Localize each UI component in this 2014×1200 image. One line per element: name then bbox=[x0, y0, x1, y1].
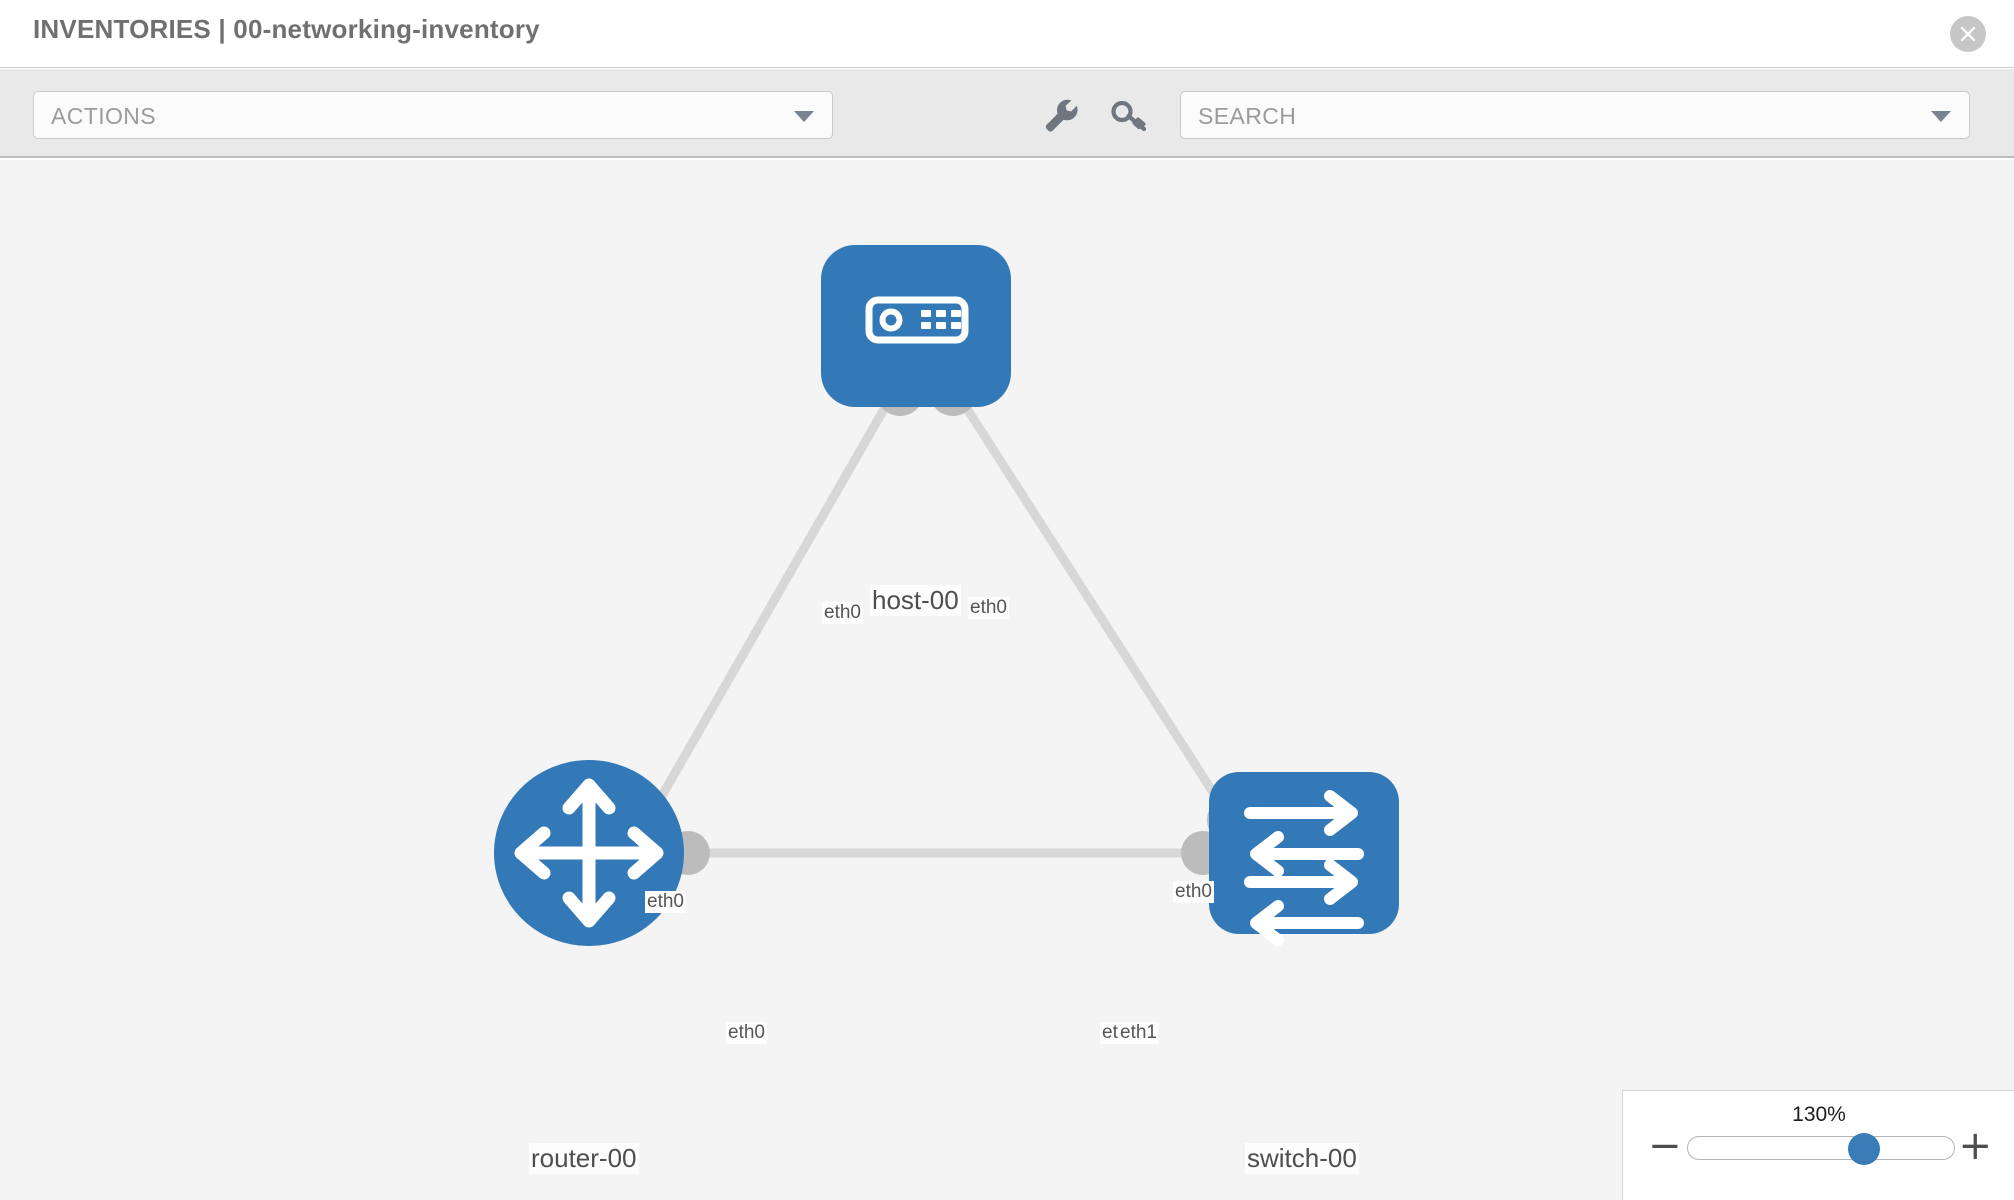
search-input[interactable]: SEARCH bbox=[1180, 91, 1970, 139]
zoom-control-panel: 130% − + bbox=[1622, 1090, 2014, 1200]
node-router-00 bbox=[494, 760, 684, 946]
close-icon[interactable] bbox=[1950, 16, 1986, 52]
topology-connectors bbox=[666, 368, 1255, 875]
zoom-level-value: 130% bbox=[1792, 1103, 1846, 1126]
search-placeholder: SEARCH bbox=[1198, 103, 1297, 129]
actions-dropdown[interactable]: ACTIONS bbox=[33, 91, 833, 139]
page-title: INVENTORIES | 00-networking-inventory bbox=[33, 14, 540, 44]
page-header: INVENTORIES | 00-networking-inventory bbox=[0, 0, 2014, 68]
minus-icon[interactable]: − bbox=[1648, 1123, 1682, 1169]
node-label-router-00: router-00 bbox=[529, 1143, 639, 1174]
node-label-host-00: host-00 bbox=[870, 585, 961, 616]
chevron-down-icon bbox=[794, 111, 814, 122]
search-chevron-down-icon[interactable] bbox=[1931, 111, 1951, 122]
topology-canvas[interactable]: eth0 eth0 eth0 eth0 eth0 eth eth1 host-0… bbox=[0, 160, 2014, 1200]
iface-label: eth0 bbox=[822, 602, 863, 624]
node-switch-00 bbox=[1209, 772, 1399, 946]
toolbar: ACTIONS SEARCH bbox=[0, 69, 2014, 158]
key-icon[interactable] bbox=[1108, 95, 1152, 135]
zoom-slider-thumb[interactable] bbox=[1848, 1133, 1880, 1165]
iface-label: eth0 bbox=[1173, 881, 1214, 903]
iface-label: eth0 bbox=[968, 597, 1009, 619]
topology-links bbox=[621, 387, 1254, 863]
actions-dropdown-label: ACTIONS bbox=[51, 103, 157, 129]
topology-graph bbox=[494, 245, 1399, 946]
plus-icon[interactable]: + bbox=[1958, 1123, 1992, 1169]
node-label-switch-00: switch-00 bbox=[1245, 1143, 1359, 1174]
iface-label: eth0 bbox=[726, 1022, 767, 1044]
iface-label: eth1 bbox=[1118, 1022, 1159, 1044]
node-host-00 bbox=[821, 245, 1011, 407]
wrench-icon[interactable] bbox=[1040, 95, 1084, 135]
zoom-slider-track[interactable] bbox=[1687, 1133, 1955, 1165]
iface-label: eth0 bbox=[645, 891, 686, 913]
